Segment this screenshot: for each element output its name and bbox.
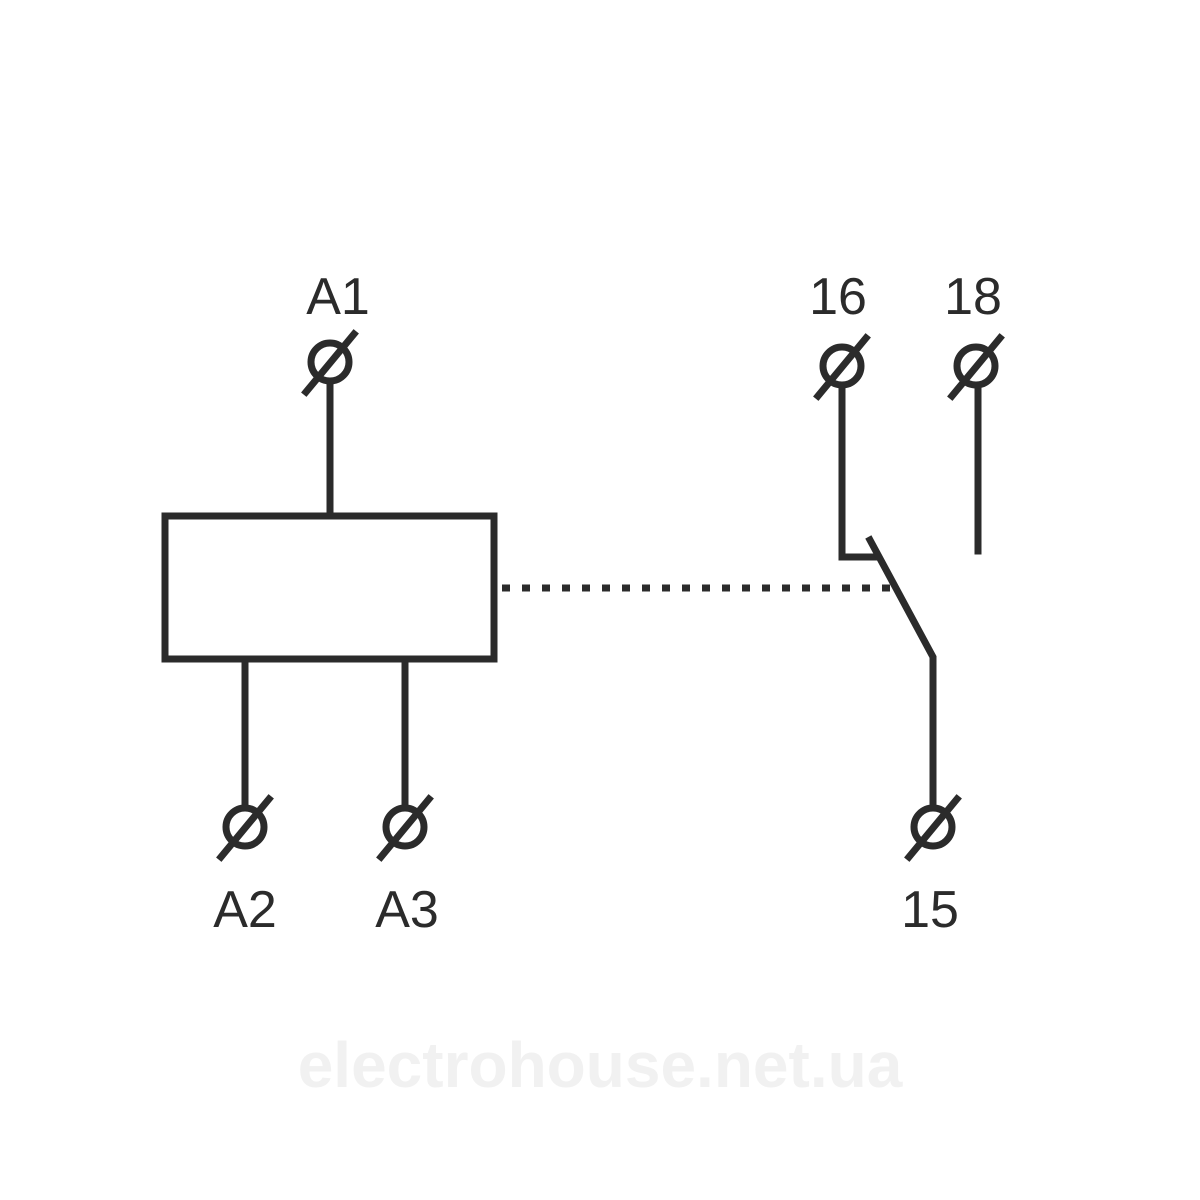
watermark: electrohouse.net.ua: [298, 1029, 903, 1101]
terminal-a1: [301, 329, 359, 397]
terminal-18: [947, 333, 1005, 401]
label-18: 18: [944, 268, 1002, 326]
label-a1: A1: [306, 268, 370, 326]
label-16: 16: [809, 268, 867, 326]
relay-coil: [161, 512, 498, 663]
terminal-16: [813, 333, 871, 401]
label-a2: A2: [213, 881, 277, 939]
label-15: 15: [901, 881, 959, 939]
terminal-a2: [216, 794, 274, 862]
label-a3: A3: [375, 881, 439, 939]
terminal-15: [904, 794, 962, 862]
terminal-a3: [376, 794, 434, 862]
switch-contact: [865, 535, 937, 811]
wire-16: [838, 382, 881, 561]
